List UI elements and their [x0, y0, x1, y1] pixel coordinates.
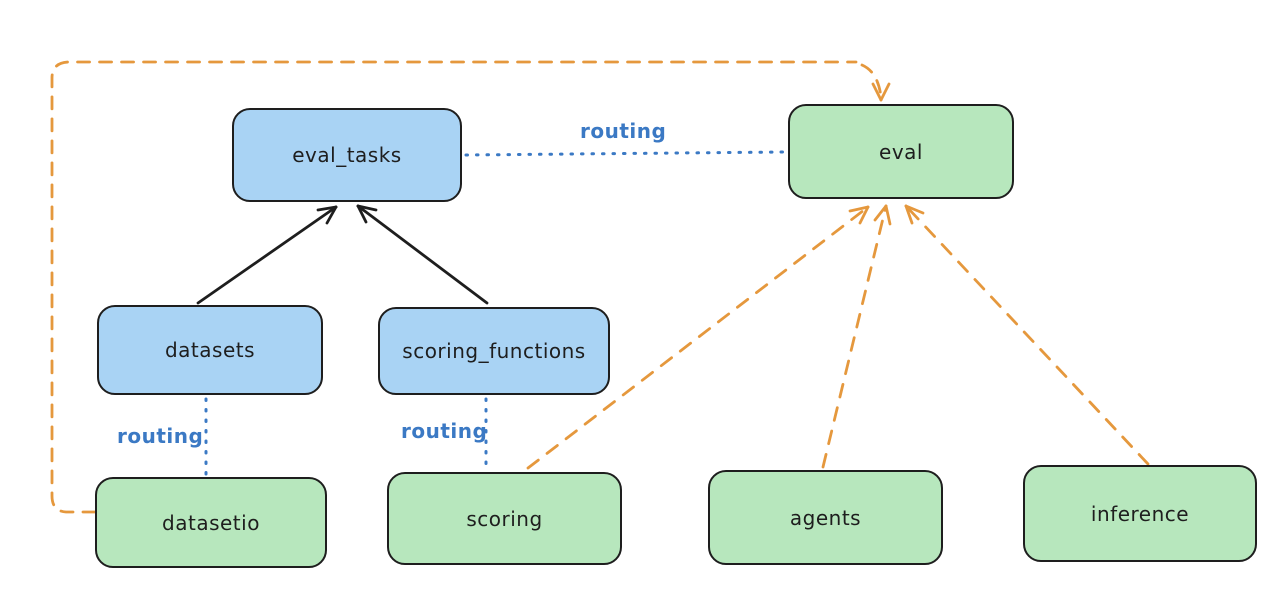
edge-agents-to-eval	[821, 204, 892, 469]
node-inference[interactable]: inference	[1023, 465, 1257, 562]
edge-eval_tasks-to-eval	[464, 150, 786, 157]
node-datasets-label: datasets	[164, 338, 256, 362]
node-datasets[interactable]: datasets	[97, 305, 323, 395]
node-eval_tasks-label: eval_tasks	[292, 143, 402, 167]
node-scoring_functions[interactable]: scoring_functions	[378, 307, 610, 395]
edge-scoring-to-eval	[526, 205, 870, 470]
node-inference-label: inference	[1090, 501, 1190, 526]
routing-label-eval_tasks-eval: routing	[580, 119, 667, 143]
edge-datasetio-to-eval	[50, 60, 891, 514]
node-scoring_functions-label: scoring_functions	[402, 339, 586, 363]
node-datasetio[interactable]: datasetio	[95, 477, 327, 568]
node-scoring[interactable]: scoring	[387, 472, 622, 565]
node-agents[interactable]: agents	[708, 470, 943, 565]
node-eval[interactable]: eval	[788, 104, 1014, 199]
node-datasetio-label: datasetio	[162, 510, 260, 535]
routing-label-datasets-datasetio: routing	[117, 424, 204, 448]
node-eval_tasks[interactable]: eval_tasks	[232, 108, 462, 202]
node-scoring-label: scoring	[466, 506, 543, 531]
edge-scoring_functions-to-eval_tasks	[356, 204, 489, 305]
edge-inference-to-eval	[904, 204, 1150, 466]
node-eval-label: eval	[879, 139, 923, 164]
edge-datasets-to-eval_tasks	[196, 205, 338, 305]
routing-label-scoring_functions-scoring: routing	[401, 419, 488, 443]
node-agents-label: agents	[789, 505, 862, 530]
